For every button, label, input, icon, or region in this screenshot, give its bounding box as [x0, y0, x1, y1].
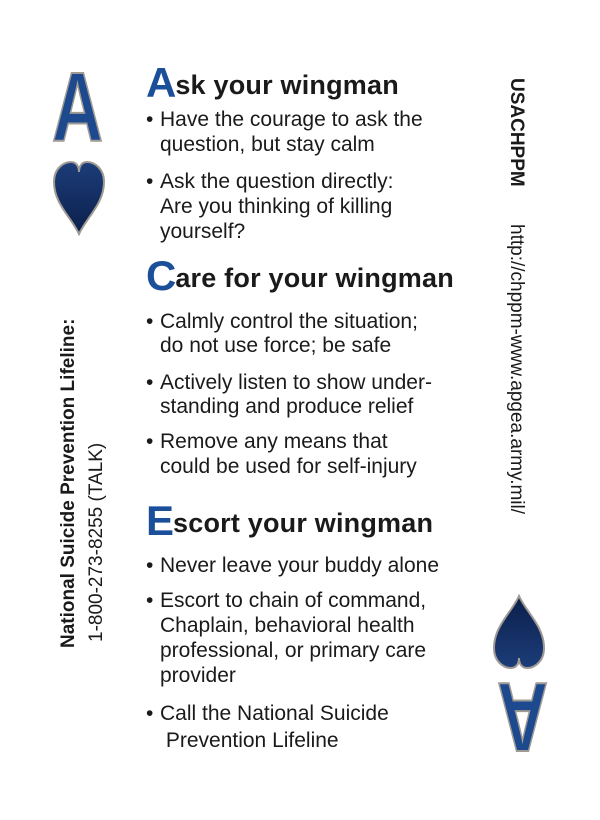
- bullet-line: Escort to chain of command,: [146, 589, 426, 613]
- bullet-line: could be used for self-injury: [160, 455, 417, 478]
- bullet-line: Never leave your buddy alone: [146, 554, 439, 578]
- heading-text: sk your wingman: [175, 70, 399, 100]
- website-url: http://chppm-www.apgea.army.mil/: [506, 224, 527, 515]
- heading-initial: A: [146, 59, 176, 106]
- lifeline-title: National Suicide Prevention Lifeline:: [58, 318, 79, 648]
- bullet-line: Are you thinking of killing: [160, 195, 393, 218]
- ace-rank-bottom: A: [496, 661, 549, 773]
- heading-initial: C: [146, 252, 176, 299]
- bullet-line: Calmly control the situation;: [146, 310, 418, 334]
- bullet-line: professional, or primary care: [160, 639, 427, 662]
- heart-icon: [52, 160, 106, 236]
- heading-escort: Escort your wingman: [146, 500, 433, 542]
- heading-initial: E: [146, 497, 174, 544]
- bullet-line: yourself?: [160, 220, 246, 243]
- bullet-line: Actively listen to show under-: [146, 371, 432, 395]
- bullet-line: Remove any means that: [146, 430, 388, 454]
- bullet-line: provider: [160, 664, 236, 687]
- bullet-line: question, but stay calm: [160, 133, 375, 156]
- bullet-line: Ask the question directly:: [146, 170, 393, 194]
- ace-bottom-wrapper: A: [490, 661, 550, 773]
- heading-ask: Ask your wingman: [146, 62, 399, 104]
- bullet-line: standing and produce relief: [160, 395, 414, 418]
- org-name: USACHPPM: [506, 78, 527, 187]
- bullet-line: Have the courage to ask the: [146, 108, 423, 132]
- heart-icon-inverted: [492, 594, 546, 670]
- heading-text: scort your wingman: [173, 508, 434, 538]
- bullet-line: Chaplain, behavioral health: [160, 614, 415, 637]
- bullet-line: Call the National Suicide: [146, 702, 389, 726]
- bullet-line: Prevention Lifeline: [160, 729, 339, 752]
- lifeline-phone: 1-800-273-8255 (TALK): [86, 442, 107, 642]
- bullet-line: do not use force; be safe: [160, 334, 392, 357]
- heading-care: Care for your wingman: [146, 255, 454, 297]
- ace-rank-top: A: [51, 52, 103, 162]
- heading-text: are for your wingman: [175, 263, 454, 293]
